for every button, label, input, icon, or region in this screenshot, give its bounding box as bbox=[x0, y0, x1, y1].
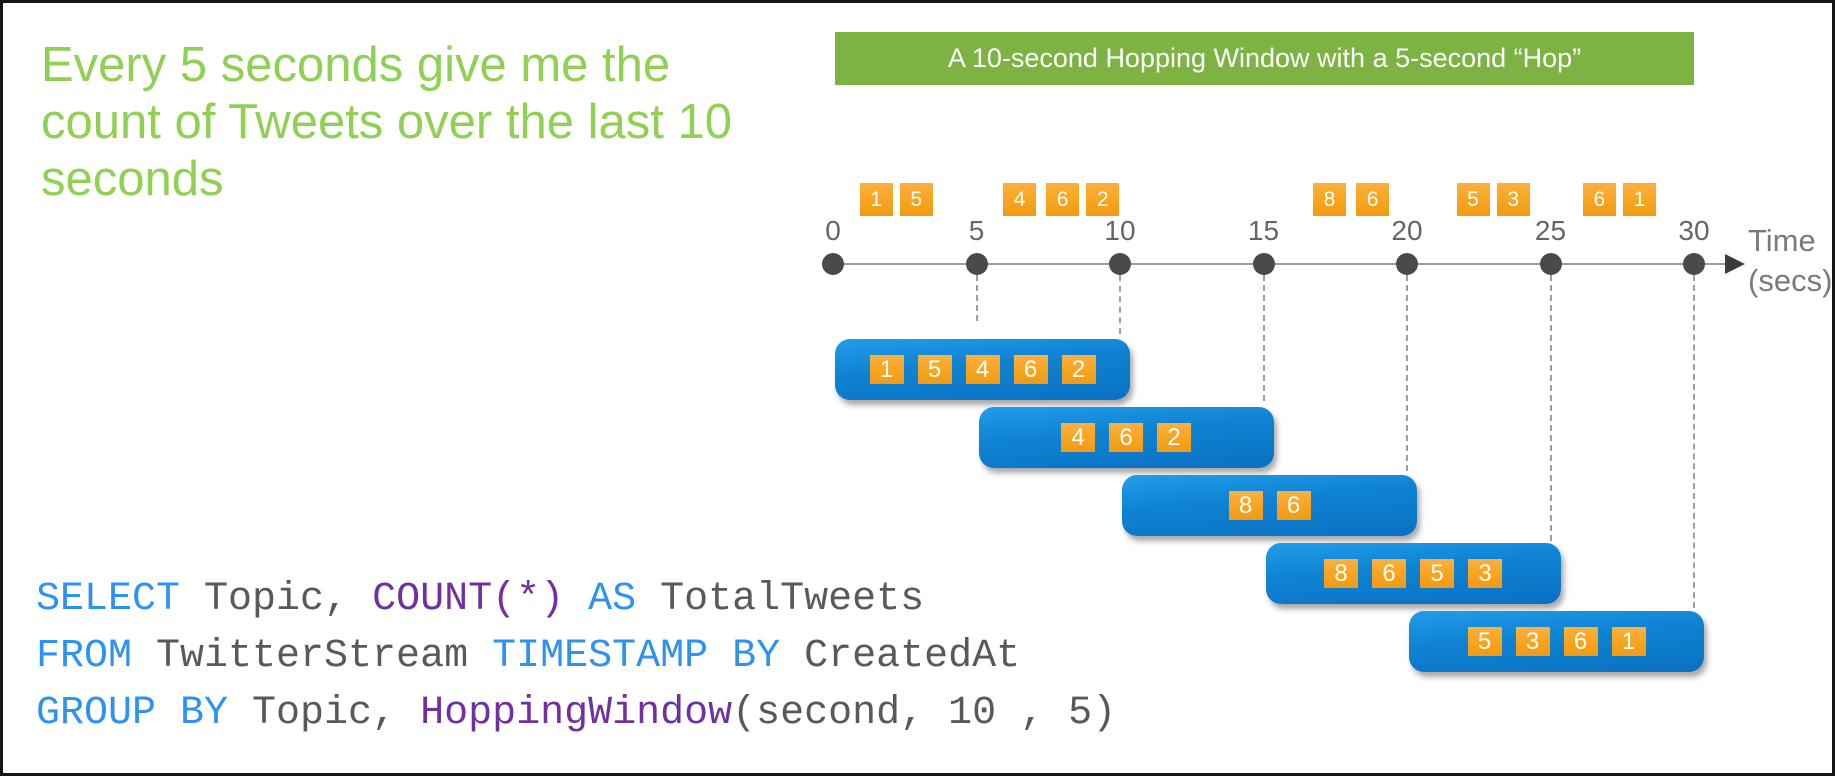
sql-token-plain: Topic, bbox=[228, 691, 421, 736]
stream-event-box: 1 bbox=[1622, 183, 1656, 216]
window-event-box: 1 bbox=[869, 355, 904, 384]
sql-token-function: HoppingWindow bbox=[420, 691, 733, 736]
stream-event-box: 6 bbox=[1046, 183, 1080, 216]
tick-dot bbox=[1252, 253, 1275, 275]
window-event-box: 6 bbox=[1372, 559, 1406, 588]
time-axis-line bbox=[823, 263, 1727, 265]
sql-token-plain: TwitterStream bbox=[132, 634, 493, 679]
window-event-box: 4 bbox=[1061, 423, 1095, 452]
window-event-box: 5 bbox=[1420, 559, 1454, 588]
sql-token-plain bbox=[564, 577, 588, 622]
tick-drop-dashed-line bbox=[1262, 275, 1265, 401]
query-description-text: Every 5 seconds give me the count of Twe… bbox=[41, 38, 732, 206]
time-axis-unit-label: Time (secs) bbox=[1748, 221, 1832, 301]
window-event-box: 2 bbox=[1157, 423, 1191, 452]
title-banner: A 10-second Hopping Window with a 5-seco… bbox=[835, 32, 1694, 85]
tick-label: 10 bbox=[1104, 215, 1136, 246]
sql-token-keyword: TIMESTAMP BY bbox=[492, 634, 781, 679]
tick-label: 20 bbox=[1391, 215, 1423, 246]
window-event-box: 1 bbox=[1611, 627, 1646, 656]
tick-drop-dashed-line bbox=[1693, 275, 1695, 608]
stream-event-box: 1 bbox=[859, 183, 893, 216]
window-event-box: 8 bbox=[1228, 491, 1263, 520]
sql-code-line: FROM TwitterStream TIMESTAMP BY CreatedA… bbox=[36, 628, 1116, 685]
sql-token-function: COUNT(*) bbox=[372, 577, 565, 622]
tick-dot bbox=[1683, 253, 1705, 275]
window-event-box: 6 bbox=[1109, 423, 1143, 452]
window-event-box: 6 bbox=[1013, 355, 1048, 384]
tick-label: 25 bbox=[1534, 215, 1567, 246]
sql-token-plain: CreatedAt bbox=[780, 634, 1021, 679]
sql-token-keyword: FROM bbox=[36, 634, 133, 679]
window-event-box: 8 bbox=[1324, 559, 1358, 588]
stream-event-box: 5 bbox=[899, 183, 933, 216]
tick-dot bbox=[822, 253, 844, 275]
stream-event-box: 3 bbox=[1496, 183, 1530, 216]
tick-drop-dashed-line bbox=[1549, 275, 1552, 541]
tick-dot bbox=[1109, 253, 1131, 275]
window-event-box: 5 bbox=[917, 355, 952, 384]
tick-label: 15 bbox=[1247, 215, 1280, 246]
sql-token-keyword: AS bbox=[588, 577, 637, 622]
sql-token-plain: (second, 10 , 5) bbox=[732, 691, 1117, 736]
sql-code-line: SELECT Topic, COUNT(*) AS TotalTweets bbox=[36, 571, 1116, 628]
stream-event-box: 8 bbox=[1313, 183, 1346, 216]
tick-drop-dashed-line bbox=[1119, 275, 1121, 334]
window-event-box: 3 bbox=[1468, 559, 1502, 588]
sql-token-keyword: SELECT bbox=[36, 577, 181, 622]
window-event-box: 5 bbox=[1467, 627, 1502, 656]
tick-drop-dashed-line bbox=[1406, 275, 1408, 471]
time-axis-unit-line2: (secs) bbox=[1748, 263, 1833, 298]
tick-dot bbox=[1396, 253, 1418, 275]
stream-event-box: 6 bbox=[1356, 183, 1390, 216]
tick-dot bbox=[965, 253, 988, 275]
tick-label: 5 bbox=[968, 215, 985, 246]
sql-token-plain: TotalTweets bbox=[636, 577, 925, 622]
time-axis-unit-line1: Time bbox=[1748, 223, 1816, 258]
sql-code-line: GROUP BY Topic, HoppingWindow(second, 10… bbox=[36, 685, 1116, 742]
stream-event-box: 5 bbox=[1456, 183, 1490, 216]
stream-event-box: 6 bbox=[1582, 183, 1616, 216]
tick-dot bbox=[1539, 253, 1562, 275]
sql-token-plain: Topic, bbox=[180, 577, 373, 622]
tick-label: 0 bbox=[825, 215, 841, 246]
window-event-box: 2 bbox=[1061, 355, 1096, 384]
window-event-box: 6 bbox=[1563, 627, 1598, 656]
window-event-box: 4 bbox=[965, 355, 1000, 384]
tick-label: 30 bbox=[1678, 215, 1710, 246]
tick-drop-dashed-line bbox=[975, 275, 978, 321]
sql-token-keyword: GROUP BY bbox=[36, 691, 229, 736]
time-axis-arrowhead-icon bbox=[1725, 254, 1745, 274]
window-event-box: 6 bbox=[1276, 491, 1311, 520]
stream-event-box: 4 bbox=[1003, 183, 1037, 216]
window-event-box: 3 bbox=[1515, 627, 1550, 656]
stream-event-box: 2 bbox=[1086, 183, 1120, 216]
